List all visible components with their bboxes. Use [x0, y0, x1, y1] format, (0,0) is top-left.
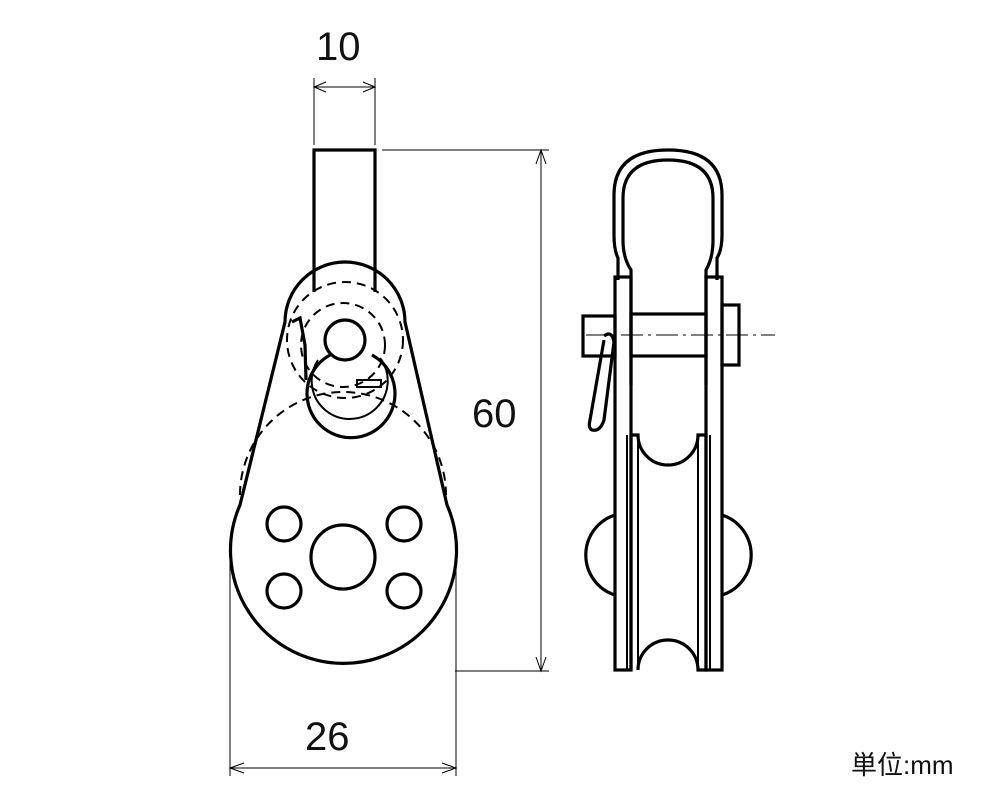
dimension-height: 60 — [472, 392, 517, 436]
rivet-hole — [385, 505, 423, 543]
rivet-hole — [385, 572, 423, 610]
rivet-hole — [265, 505, 303, 543]
sheave-hidden-arc — [239, 391, 447, 496]
split-ring-inner — [310, 357, 389, 420]
unit-label: 単位:mm — [851, 750, 954, 780]
shackle-outer — [612, 148, 724, 280]
split-ring — [305, 353, 397, 440]
shackle-inner — [621, 158, 715, 385]
rivet-hole — [265, 572, 303, 610]
pin-circle — [323, 318, 367, 362]
head-hidden-circle — [286, 281, 404, 399]
dimension-strap-width: 10 — [316, 25, 361, 69]
ring-gap — [356, 379, 382, 388]
axle-pin-left — [581, 314, 617, 358]
sheave-side — [629, 433, 708, 672]
sheave-flange-lines — [626, 435, 711, 670]
hub-right — [721, 513, 753, 597]
split-ring-side — [587, 332, 616, 432]
front-view — [228, 148, 459, 665]
side-plate-right — [704, 275, 724, 672]
hub-left — [584, 513, 616, 597]
dimension-lines — [228, 78, 549, 776]
dimension-sheave-diameter: 26 — [305, 715, 350, 759]
strap — [312, 148, 377, 292]
side-plate-left — [613, 275, 633, 672]
pin-hidden-circle — [300, 302, 386, 388]
axle-hole — [309, 523, 377, 591]
block-body-outline — [228, 260, 459, 665]
side-view — [581, 148, 775, 672]
split-ring-tail — [291, 315, 308, 381]
